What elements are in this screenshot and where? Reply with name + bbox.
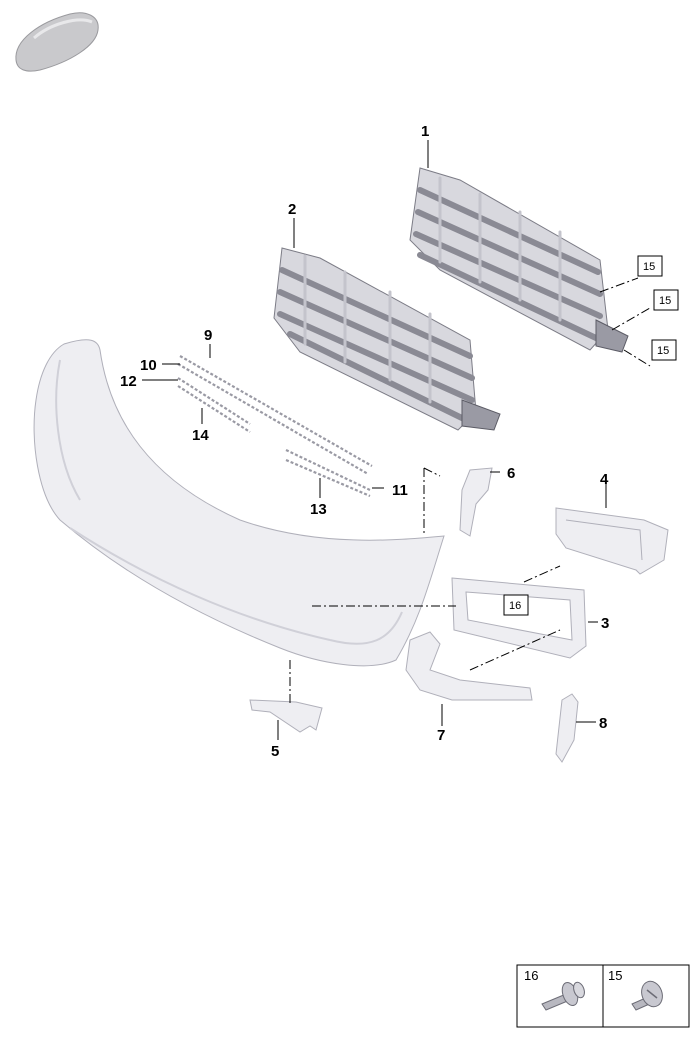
callout-11: 11 [392,482,408,499]
lower-grille-part-2 [273,247,501,431]
callout-6: 6 [507,465,515,482]
boxed-ref-15-a: 15 [643,261,655,273]
callout-3: 3 [601,615,609,632]
upper-grille-part-1 [409,167,629,353]
callout-labels: 1 2 3 4 5 6 7 8 9 10 11 12 13 14 [120,123,609,760]
bracket-part-6 [459,467,493,537]
leader-lines [142,140,607,740]
callout-4: 4 [600,471,609,488]
boxed-ref-15-b: 15 [659,295,671,307]
callout-7: 7 [437,727,445,744]
trim-strips-parts-9-14 [177,355,373,498]
bracket-part-5 [249,699,323,733]
boxed-ref-16: 16 [509,600,521,612]
push-rivet-icon [541,981,585,1011]
callout-12: 12 [120,373,137,390]
trim-part-8 [555,693,579,763]
callout-1: 1 [421,123,429,140]
callout-5: 5 [271,743,279,760]
car-thumbnail-icon [15,12,99,72]
callout-9: 9 [204,327,212,344]
assembly-lines [289,277,651,706]
fastener-legend: 16 15 [516,964,690,1028]
callout-14: 14 [192,427,209,444]
legend-number-16: 16 [524,968,538,983]
frame-part-3 [451,577,587,659]
callout-10: 10 [140,357,157,374]
boxed-refs: 15 15 15 16 [503,255,679,616]
legend-number-15: 15 [608,968,622,983]
callout-8: 8 [599,715,607,732]
callout-2: 2 [288,201,296,218]
screw-icon [631,980,663,1011]
boxed-ref-15-c: 15 [657,345,669,357]
trim-part-7 [405,631,533,701]
air-duct-part-4 [555,507,669,575]
callout-13: 13 [310,501,327,518]
bumper-cover [33,339,445,667]
